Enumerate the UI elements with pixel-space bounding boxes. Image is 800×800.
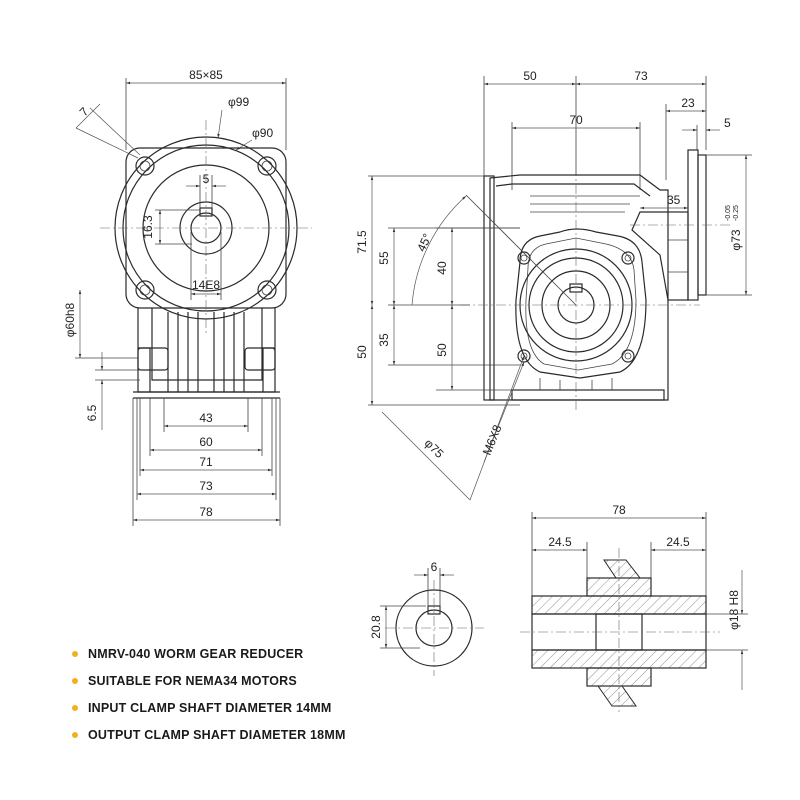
dim-phi73: φ73: [729, 229, 743, 250]
tol-upper: -0.05: [725, 205, 732, 221]
dim-phi99: φ99: [228, 95, 249, 109]
dim-24-5-right: 24.5: [666, 535, 690, 549]
dim-5: 5: [724, 116, 731, 130]
gearbox-body-front: [133, 308, 280, 399]
dim-6-5: 6.5: [85, 404, 99, 421]
shaft-section: 6 20.8: [369, 560, 484, 676]
dim-key-5: 5: [203, 172, 210, 186]
dim-71-5: 71.5: [355, 230, 369, 254]
front-view: 85×85 φ99 φ90 7 5: [63, 68, 312, 526]
tol-lower: -0.25: [733, 205, 740, 221]
bullet-icon: [72, 731, 78, 738]
dim-71: 71: [199, 455, 213, 469]
dim-16-3: 16.3: [141, 215, 155, 239]
side-view: 50 73 23 5 70: [355, 69, 752, 501]
dim-40: 40: [435, 261, 449, 275]
bullet-icon: [72, 677, 78, 684]
dim-phi18-h8: φ18 H8: [727, 590, 741, 630]
dim-78: 78: [199, 505, 213, 519]
dim-78-shaft: 78: [612, 503, 626, 517]
dim-23: 23: [681, 96, 695, 110]
dim-60: 60: [199, 435, 213, 449]
dim-angle-45: 45°: [414, 231, 434, 254]
dim-phi60h8: φ60h8: [63, 302, 77, 337]
output-shaft: 78 24.5 24.5 φ18 H8: [520, 503, 748, 712]
bullet-icon: [72, 704, 78, 711]
dim-35-h: 35: [667, 193, 681, 207]
dim-50-top: 50: [523, 69, 537, 83]
bullet-icon: [72, 650, 78, 657]
dim-35-v: 35: [377, 333, 391, 347]
dim-43: 43: [199, 411, 213, 425]
dim-70: 70: [569, 113, 583, 127]
dim-phi75: φ75: [422, 436, 447, 461]
spec-item: SUITABLE FOR NEMA34 MOTORS: [72, 667, 346, 694]
dim-55: 55: [377, 251, 391, 265]
dim-hole-7: 7: [77, 104, 92, 119]
dim-14e8: 14E8: [192, 278, 220, 292]
dim-73: 73: [199, 479, 213, 493]
spec-list: NMRV-040 WORM GEAR REDUCER SUITABLE FOR …: [72, 640, 346, 748]
dim-24-5-left: 24.5: [548, 535, 572, 549]
spec-item: INPUT CLAMP SHAFT DIAMETER 14MM: [72, 694, 346, 721]
dim-85x85: 85×85: [189, 68, 223, 82]
dim-20-8: 20.8: [369, 615, 383, 639]
dim-73-top: 73: [634, 69, 648, 83]
dim-key-6: 6: [431, 560, 438, 574]
dim-m6x8: M6X8: [480, 423, 505, 458]
dim-phi90: φ90: [252, 126, 273, 140]
dim-50-inner: 50: [435, 343, 449, 357]
spec-item: NMRV-040 WORM GEAR REDUCER: [72, 640, 346, 667]
dim-50-v: 50: [355, 345, 369, 359]
spec-item: OUTPUT CLAMP SHAFT DIAMETER 18MM: [72, 721, 346, 748]
